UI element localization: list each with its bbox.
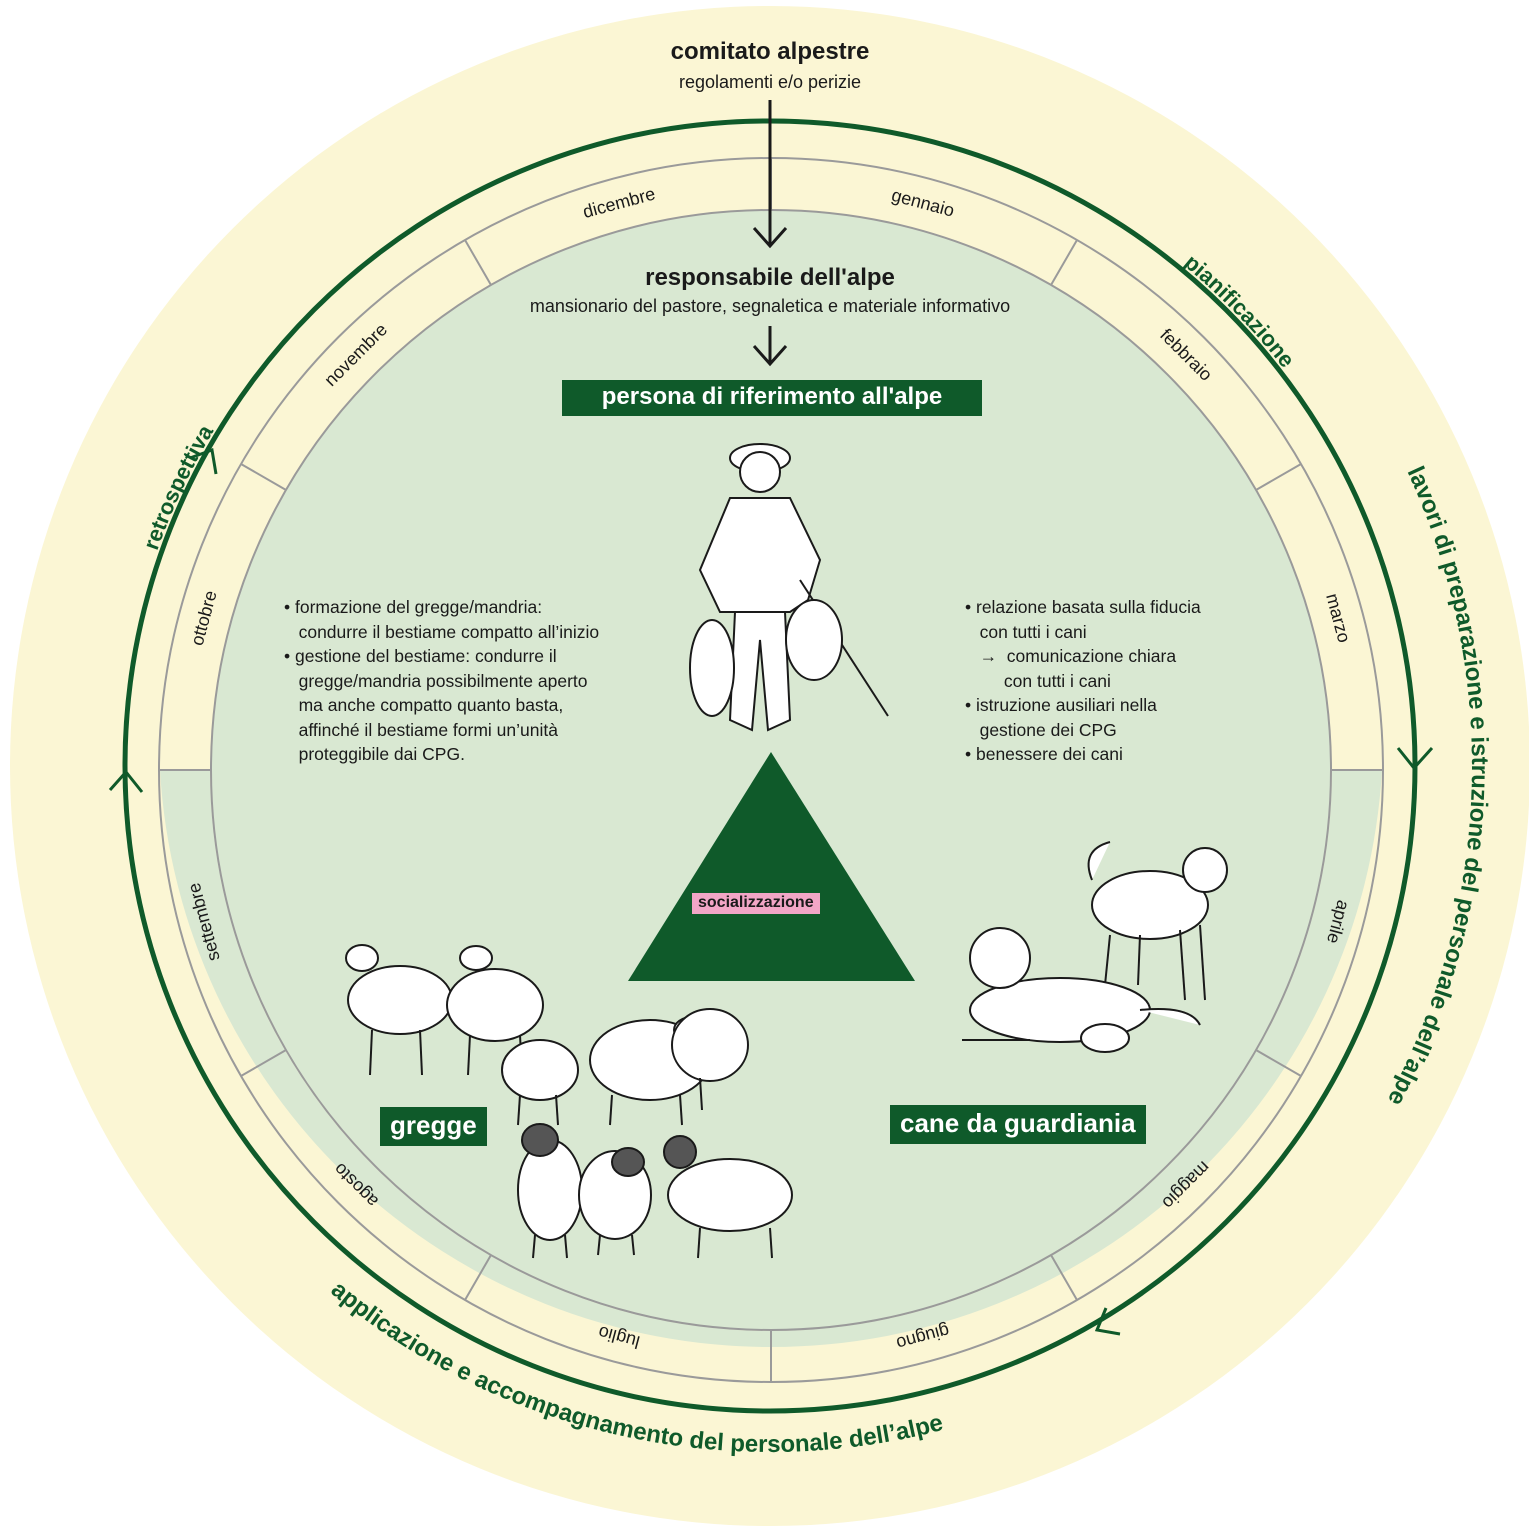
left-bullet-line: affinché il bestiame formi un’unità <box>284 719 558 740</box>
right-bullet-line: • relazione basata sulla fiducia <box>965 597 1201 617</box>
flock-label: gregge <box>380 1107 487 1146</box>
flow-arrows <box>752 100 788 367</box>
arrow-committee-head <box>752 227 788 249</box>
right-bullet-line: con tutti i cani <box>965 670 1111 691</box>
right-bullet-line: • istruzione ausiliari nella <box>965 695 1157 715</box>
right-bullet-line: → comunicazione chiara <box>965 646 1177 666</box>
left-bullet-list: • formazione del gregge/mandria: condurr… <box>284 595 599 767</box>
sheep <box>446 945 544 1076</box>
dog-lying <box>962 927 1201 1053</box>
month-divider <box>1255 463 1302 491</box>
right-bullet-line: con tutti i cani <box>965 621 1087 642</box>
sheep <box>663 1135 793 1259</box>
socialization-label: socializzazione <box>692 893 820 914</box>
arrowhead-preparation <box>1396 746 1434 771</box>
sheep <box>671 1008 749 1111</box>
left-bullet-line: ma anche compatto quanto basta, <box>284 695 564 715</box>
left-bullet-line: gregge/mandria possibilmente aperto <box>284 670 588 691</box>
right-bullet-line: • benessere dei cani <box>965 744 1123 764</box>
month-divider <box>1050 239 1078 286</box>
sheep <box>578 1147 652 1256</box>
arrow-responsible-head <box>752 345 788 367</box>
month-dividers <box>159 158 1383 1382</box>
arrowhead-retrospective-lower <box>108 769 144 793</box>
left-bullet-line: • gestione del bestiame: condurre il <box>284 646 557 666</box>
committee-title: comitato alpestre <box>670 38 870 65</box>
guard-dog-label: cane da guardiania <box>890 1105 1146 1144</box>
responsible-subtitle: mansionario del pastore, segnaletica e m… <box>529 296 1011 316</box>
month-divider <box>240 463 287 491</box>
month-divider <box>240 1049 287 1077</box>
right-bullet-list: • relazione basata sulla fiducia con tut… <box>965 595 1201 767</box>
left-bullet-line: condurre il bestiame compatto all’inizio <box>284 621 600 642</box>
arrowhead-retrospective-upper <box>189 447 218 475</box>
sheep-flock-illustration <box>345 944 793 1259</box>
left-bullet-line: proteggibile dai CPG. <box>284 744 465 764</box>
shepherd-head <box>739 451 781 493</box>
month-divider <box>1050 1254 1078 1301</box>
sheep <box>345 944 453 1076</box>
socialization-triangle <box>628 752 915 981</box>
shepherd-illustration <box>689 443 889 732</box>
guard-dogs-illustration <box>962 841 1228 1053</box>
arrowhead-application <box>1094 1307 1121 1336</box>
month-divider <box>464 239 492 286</box>
sheep <box>517 1123 583 1259</box>
committee-subtitle: regolamenti e/o perizie <box>678 72 862 92</box>
shepherd-dog-left <box>689 619 735 717</box>
left-bullet-line: • formazione del gregge/mandria: <box>284 597 543 617</box>
responsible-title: responsabile dell'alpe <box>645 264 895 291</box>
dog-standing <box>1087 841 1228 1001</box>
shepherd-dog-right <box>785 599 843 681</box>
month-divider <box>1255 1049 1302 1077</box>
sheep <box>501 1039 579 1126</box>
reference-person-box: persona di riferimento all'alpe <box>562 380 982 416</box>
cycle-arrowheads <box>108 447 1434 1336</box>
right-bullet-line: gestione dei CPG <box>965 719 1117 740</box>
month-divider <box>464 1254 492 1301</box>
